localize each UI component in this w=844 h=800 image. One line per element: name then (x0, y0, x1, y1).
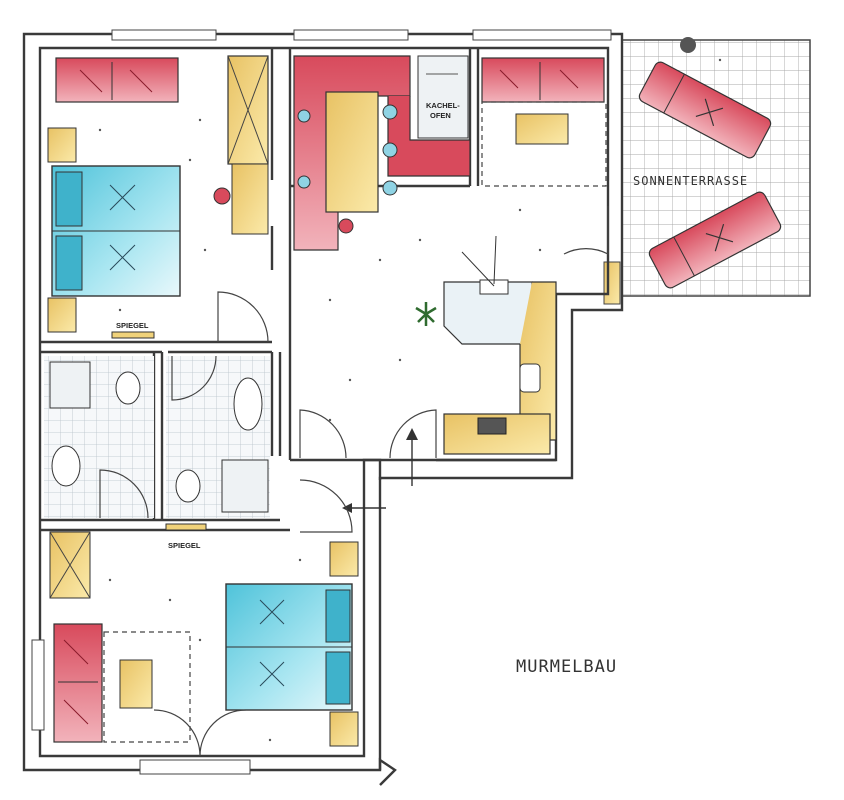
desk-chair-top (213, 163, 269, 235)
mirror-bottom (165, 523, 207, 531)
bedroom-bottom: SPIEGEL (49, 523, 359, 757)
shower-icon-2 (221, 459, 269, 513)
coffee-table-bottom (119, 659, 153, 709)
mirror-top-label: SPIEGEL (116, 321, 149, 330)
stove-icon (477, 417, 507, 435)
sink-icon (51, 445, 81, 487)
sun-terrace: SONNENTERRASSE (603, 37, 811, 305)
bathroom-left (44, 356, 154, 519)
terrace-lounger-top (638, 61, 772, 159)
door-bathroom-right[interactable] (171, 355, 217, 401)
rug-bottom (103, 631, 191, 743)
door-terrace[interactable] (563, 206, 609, 255)
bathroom-right (166, 355, 270, 518)
sun-terrace-label: SONNENTERRASSE (633, 174, 748, 188)
rug-living (481, 101, 607, 187)
tiled-stove: KACHEL- OFEN (417, 55, 469, 139)
nightstand-top-1 (47, 127, 77, 163)
mirror-bottom-label: SPIEGEL (168, 541, 201, 550)
nightstand-bottom-2 (329, 711, 359, 747)
toilet-icon-2 (175, 469, 201, 503)
parasol-icon (680, 37, 696, 53)
floor-texture (98, 58, 722, 742)
coffee-table (515, 113, 569, 145)
wardrobe-top-left (227, 55, 269, 165)
door-bedroom-bottom[interactable] (299, 479, 353, 533)
wardrobe-bottom (49, 531, 91, 599)
sofa-top-left (55, 57, 179, 103)
tiled-stove-label-1: KACHEL- (426, 101, 460, 110)
dining-chairs (297, 104, 398, 234)
door-bedroom-bottom-window[interactable] (153, 709, 247, 757)
nightstand-top-2 (47, 297, 77, 333)
toilet-icon (115, 371, 141, 405)
door-bathroom-left[interactable] (99, 469, 149, 519)
door-entrance-left[interactable] (299, 409, 347, 459)
entrance-arrow-icon (406, 428, 418, 486)
plant-icon (415, 302, 437, 326)
terrace-lounger-bottom (648, 191, 782, 289)
dining-table (325, 91, 379, 213)
door-bedroom-top[interactable] (217, 291, 269, 343)
tiled-stove-label-2: OFEN (430, 111, 451, 120)
sofa-living (481, 57, 605, 103)
shower-icon (49, 361, 91, 409)
sofa-bottom-left (53, 623, 103, 743)
double-bed-bottom (225, 583, 353, 711)
living-area: KACHEL- OFEN (293, 55, 609, 255)
bedroom-top: SPIEGEL (47, 55, 269, 343)
kitchen (415, 235, 557, 455)
nightstand-bottom-1 (329, 541, 359, 577)
kitchen-sink (519, 363, 541, 393)
hall (299, 409, 437, 533)
mirror-top (111, 331, 155, 339)
sink-icon-2 (233, 377, 263, 431)
apartment-name: MURMELBAU (516, 657, 617, 677)
door-entrance-right[interactable] (389, 409, 437, 459)
double-bed-top (51, 165, 181, 297)
bedroom-arrow-icon (342, 503, 386, 513)
